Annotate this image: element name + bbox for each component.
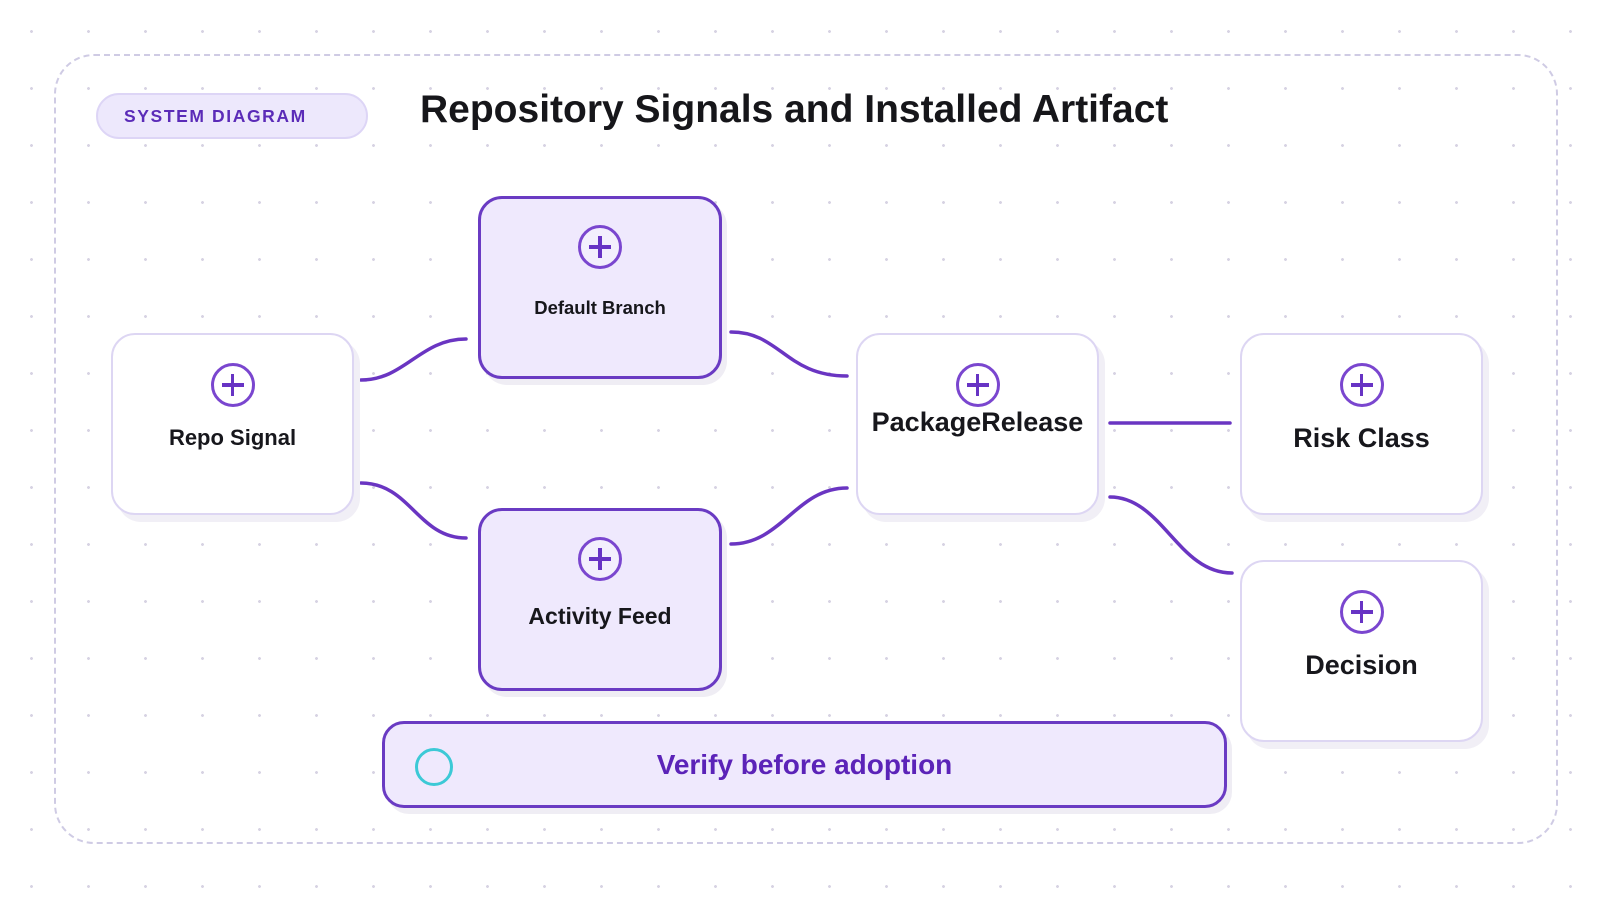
- system-diagram-badge: SYSTEM DIAGRAM: [96, 93, 368, 139]
- diagram-title: Repository Signals and Installed Artifac…: [420, 88, 1169, 131]
- node-label: Risk Class: [1293, 423, 1430, 453]
- edge-default-branch-to-packagerelease: [729, 330, 849, 378]
- edge-repo-signal-to-activity-feed: [359, 481, 468, 540]
- node-packagerelease[interactable]: PackageRelease: [856, 333, 1099, 515]
- plus-circle-icon: [955, 363, 1000, 407]
- node-label: PackageRelease: [871, 407, 1084, 437]
- callout-text: Verify before adoption: [656, 749, 953, 780]
- plus-circle-icon: [210, 363, 255, 407]
- node-label: Default Branch: [534, 297, 666, 318]
- plus-circle-icon: [1339, 363, 1384, 407]
- diagram-frame: [54, 54, 1558, 844]
- node-label: Activity Feed: [528, 603, 672, 629]
- node-label: Repo Signal: [168, 425, 297, 450]
- node-activity-feed[interactable]: Activity Feed: [478, 508, 722, 691]
- edge-packagerelease-to-decision: [1108, 495, 1234, 575]
- node-risk-class[interactable]: Risk Class: [1240, 333, 1483, 515]
- plus-circle-icon: [1339, 590, 1384, 634]
- edge-repo-signal-to-default-branch: [359, 337, 468, 382]
- ring-icon: [415, 748, 453, 786]
- node-decision[interactable]: Decision: [1240, 560, 1483, 742]
- node-default-branch[interactable]: Default Branch: [478, 196, 722, 379]
- node-repo-signal[interactable]: Repo Signal: [111, 333, 354, 515]
- plus-circle-icon: [578, 537, 622, 581]
- edge-activity-feed-to-packagerelease: [729, 486, 849, 546]
- node-label: Decision: [1305, 650, 1418, 680]
- plus-circle-icon: [578, 225, 622, 269]
- verify-callout: Verify before adoption: [382, 721, 1227, 808]
